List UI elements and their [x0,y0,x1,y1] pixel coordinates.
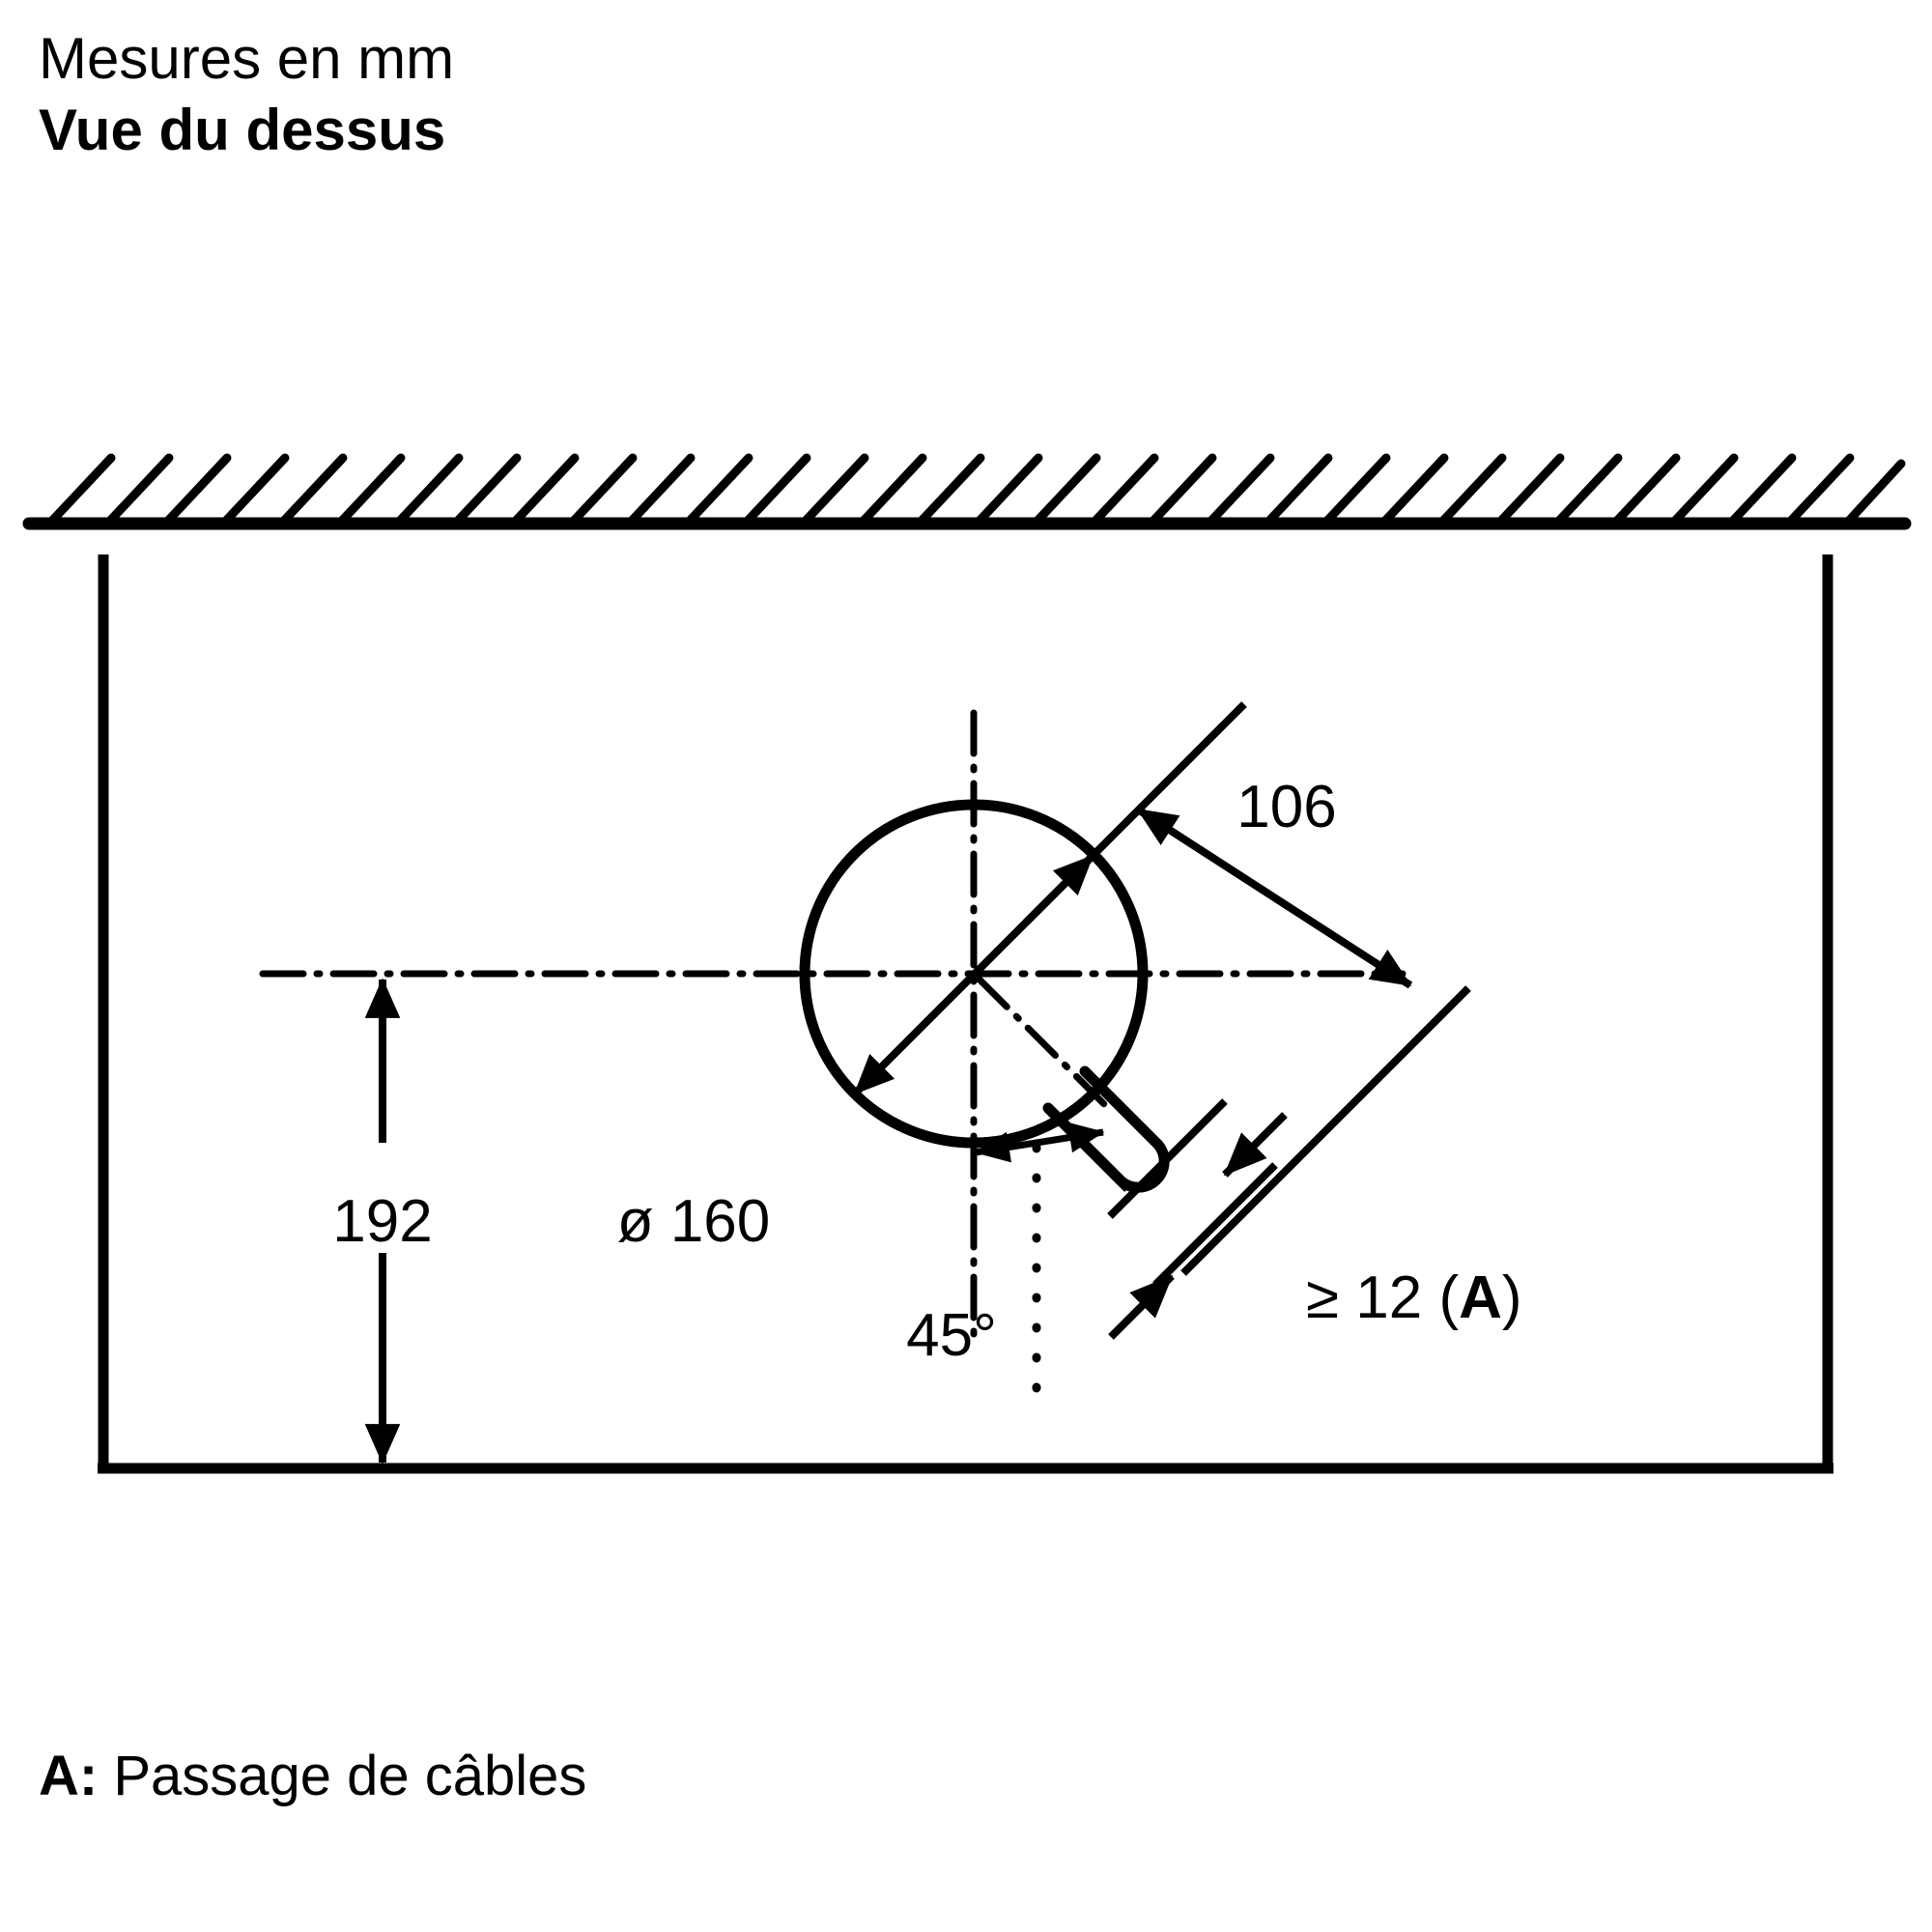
dim-106-label: 106 [1236,774,1336,840]
cabinet-outline [98,554,1833,1474]
ceiling-hatching [22,453,1912,530]
dim-12-label: ≥ 12 (A) [1306,1264,1522,1331]
dim-12-label-prefix: ≥ 12 ( [1306,1264,1459,1331]
svg-text:≥ 12 (A): ≥ 12 (A) [1306,1264,1522,1331]
dim-160-label: ø 160 [617,1188,771,1255]
page-title-view: Vue du dessus [39,98,446,162]
legend-cable-passage: A: Passage de câbles [39,1744,586,1808]
centerlines [259,709,1406,1347]
dim-12-label-suffix: ) [1502,1264,1522,1331]
dim-45-label: 45° [906,1302,997,1369]
dim-45-angle [974,976,1111,1417]
page-title-units: Mesures en mm [39,26,455,91]
dim-106 [1023,701,1471,1276]
dim-192-label: 192 [332,1188,432,1255]
legend-description: Passage de câbles [98,1745,587,1807]
dim-12-cable-gap [1107,1098,1288,1340]
legend-key: A: [39,1745,99,1807]
dim-12-label-key: A [1459,1264,1502,1331]
cable-passage-slot [1042,1065,1170,1193]
